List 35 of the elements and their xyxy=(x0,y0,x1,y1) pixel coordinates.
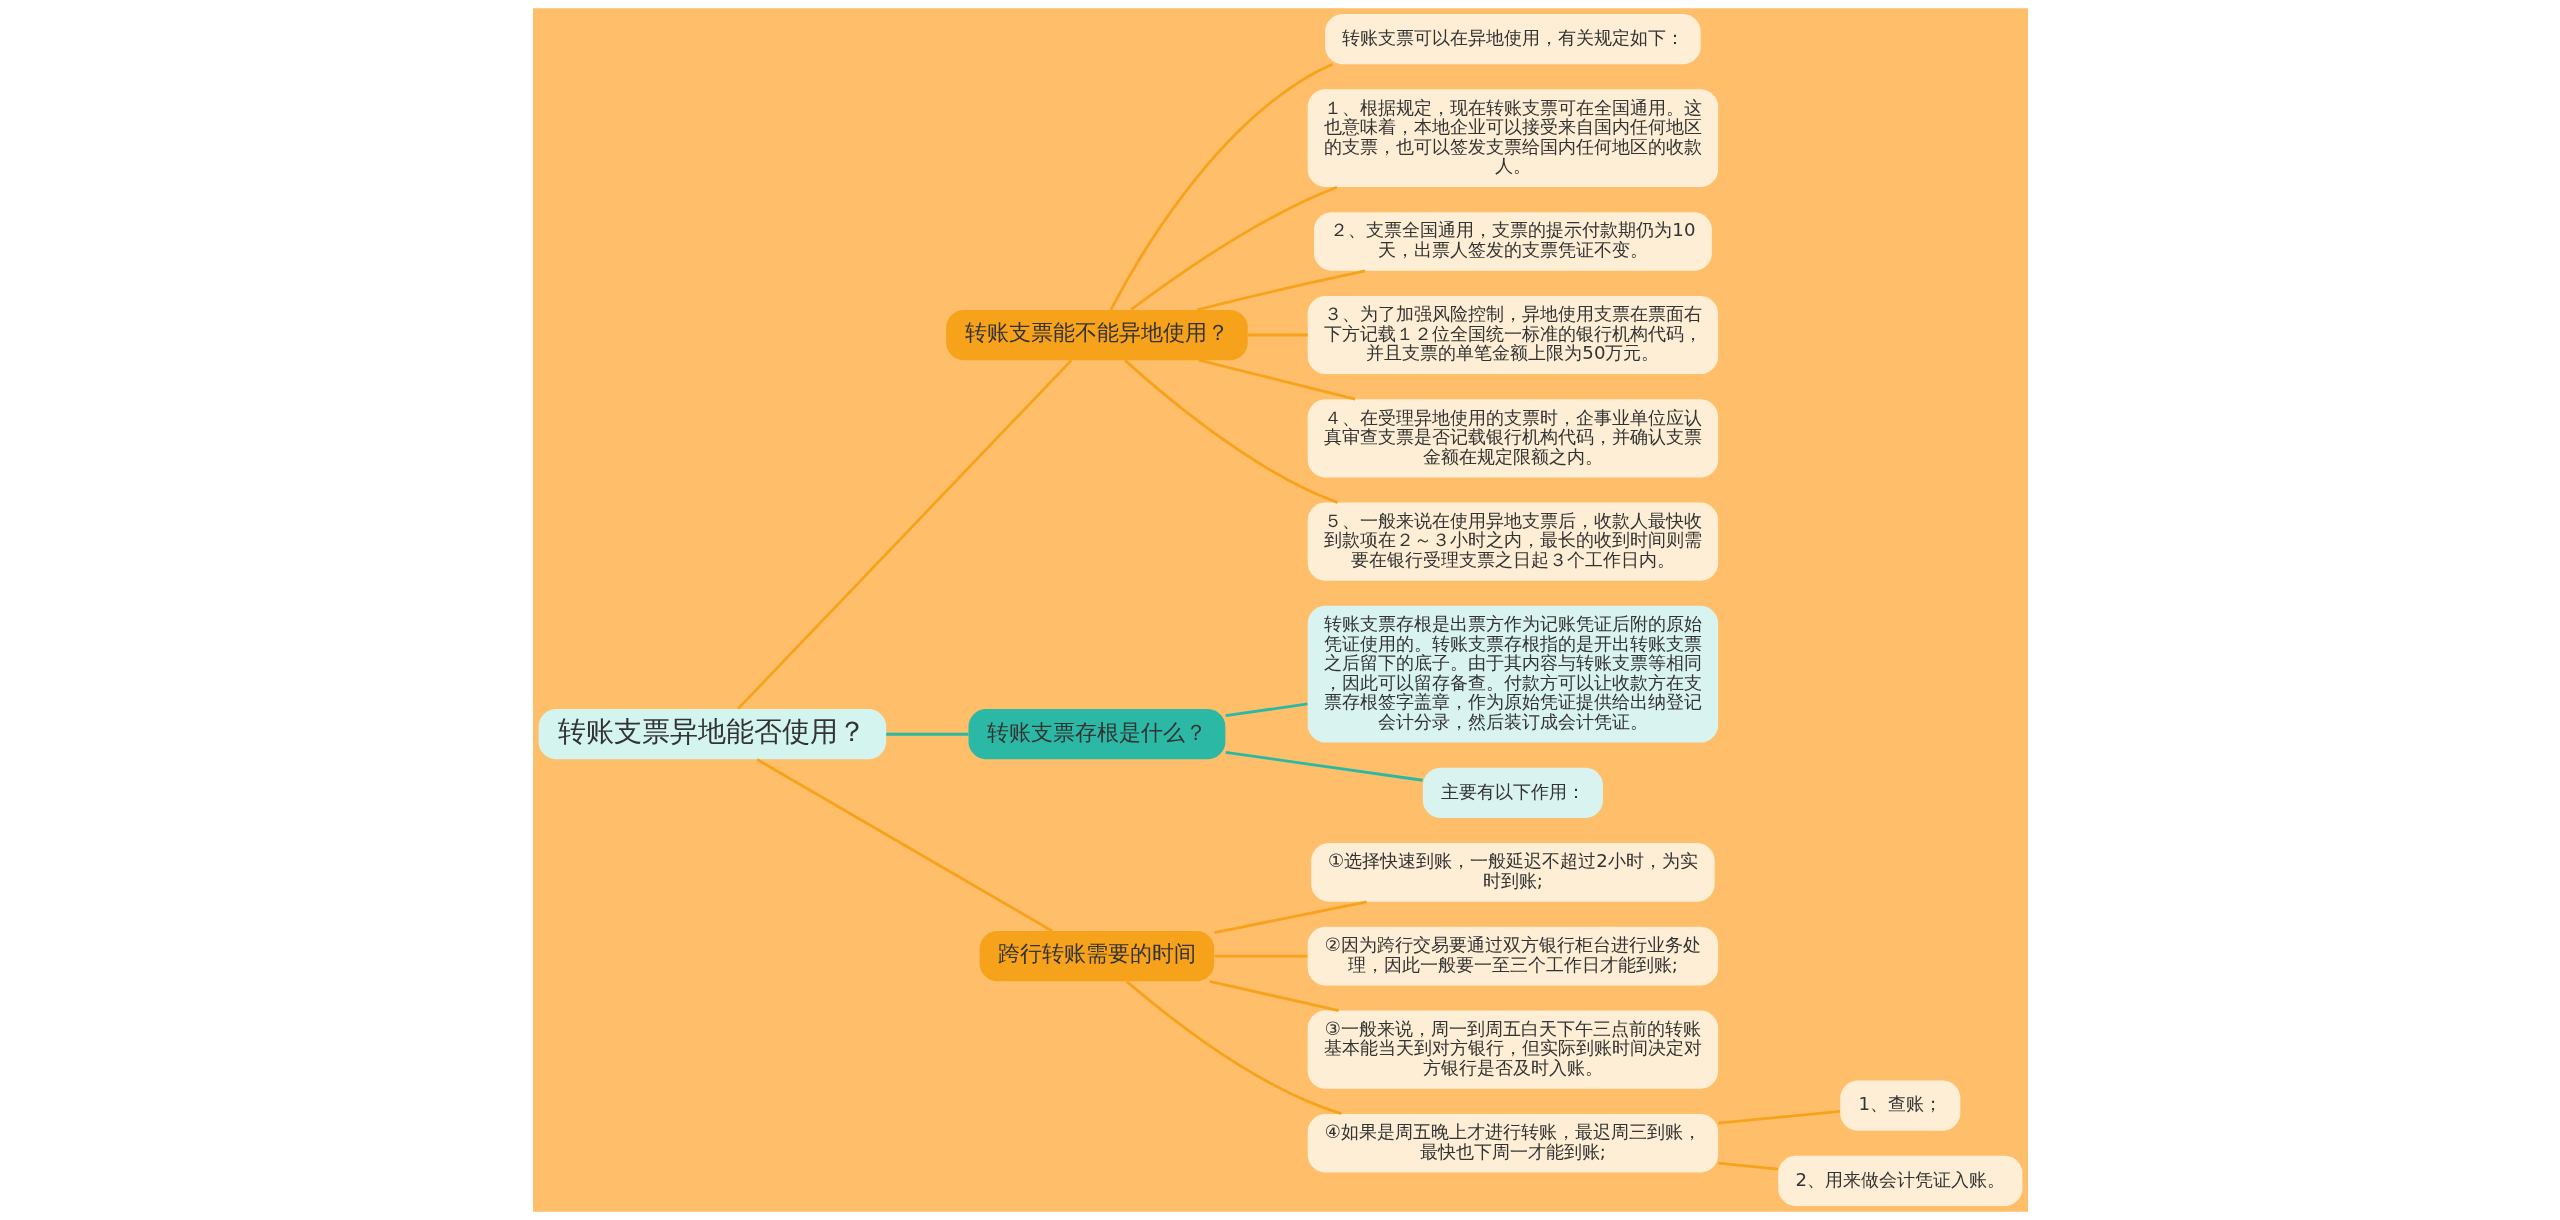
connector xyxy=(1125,980,1342,1116)
connector xyxy=(1717,1161,1778,1171)
node-box: ２、支票全国通用，支票的提示付款期仍为10天，出票人签发的支票凭证不变。 xyxy=(1313,212,1712,271)
connector xyxy=(1129,185,1337,311)
node-box: ３、为了加强风险控制，异地使用支票在票面右下方记载１２位全国统一标准的银行机构代码，并且支票的单笔金额上限为50万元。 xyxy=(1307,295,1718,375)
node-box: 转账支票异地能否使用？ xyxy=(538,709,886,760)
node-box: １、根据规定，现在转账支票可在全国通用。这也意味着，本地企业可以接受来自国内任何地区的支票，也可以签发支票给国内任何地区的收款人。 xyxy=(1307,89,1718,188)
connector xyxy=(1225,750,1423,782)
node-box: 主要有以下作用： xyxy=(1422,767,1603,818)
connector xyxy=(1213,900,1367,934)
node-box: 转账支票可以在异地使用，有关规定如下： xyxy=(1324,13,1701,65)
node-box: ③一般来说，周一到周五白天下午三点前的转账基本能当天到对方银行，但实际到账时间决定对方银行是否及时入账。 xyxy=(1307,1010,1718,1089)
connector xyxy=(1123,359,1338,504)
node-box: 2、用来做会计凭证入账。 xyxy=(1777,1155,2022,1207)
connector xyxy=(1717,1109,1840,1125)
node-box: ５、一般来说在使用异地支票后，收款人最快收到款项在２～３小时之内，最长的收到时间则需要在银行受理支票之日起３个工作日内。 xyxy=(1307,502,1718,581)
connector xyxy=(1109,63,1333,311)
connector xyxy=(1196,269,1365,312)
connector xyxy=(1214,954,1307,958)
connector xyxy=(885,732,968,736)
node-box: ④如果是周五晚上才进行转账，最迟周三到账，最快也下周一才能到账; xyxy=(1307,1113,1718,1173)
node-box: ②因为跨行交易要通过双方银行柜台进行业务处理，因此一般要一至三个工作日才能到账; xyxy=(1307,926,1718,986)
connector xyxy=(1198,358,1355,401)
connector xyxy=(1208,980,1339,1012)
connector xyxy=(1224,702,1308,718)
node-box: 1、查账； xyxy=(1839,1080,1960,1131)
connector xyxy=(756,758,1053,933)
node-box: 转账支票存根是出票方作为记账凭证后附的原始凭证使用的。转账支票存根指的是开出转账支票之后留下的底子。由于其内容与转账支票等相同，因此可以留存备查。付款方可以让收款方在支票存根签字盖章，作为原始凭证提供给出纳登记会计分录，然后装订成会计凭证。 xyxy=(1307,605,1718,743)
node-box: 转账支票存根是什么？ xyxy=(968,709,1225,760)
node-box: 转账支票能不能异地使用？ xyxy=(945,309,1248,361)
node-box: ４、在受理异地使用的支票时，企事业单位应认真审查支票是否记载银行机构代码，并确认支票金额在规定限额之内。 xyxy=(1307,399,1718,478)
connector xyxy=(1247,333,1308,337)
connector xyxy=(736,359,1072,710)
node-box: 跨行转账需要的时间 xyxy=(979,931,1214,982)
node-box: ①选择快速到账，一般延迟不超过2小时，为实时到账; xyxy=(1310,843,1715,902)
